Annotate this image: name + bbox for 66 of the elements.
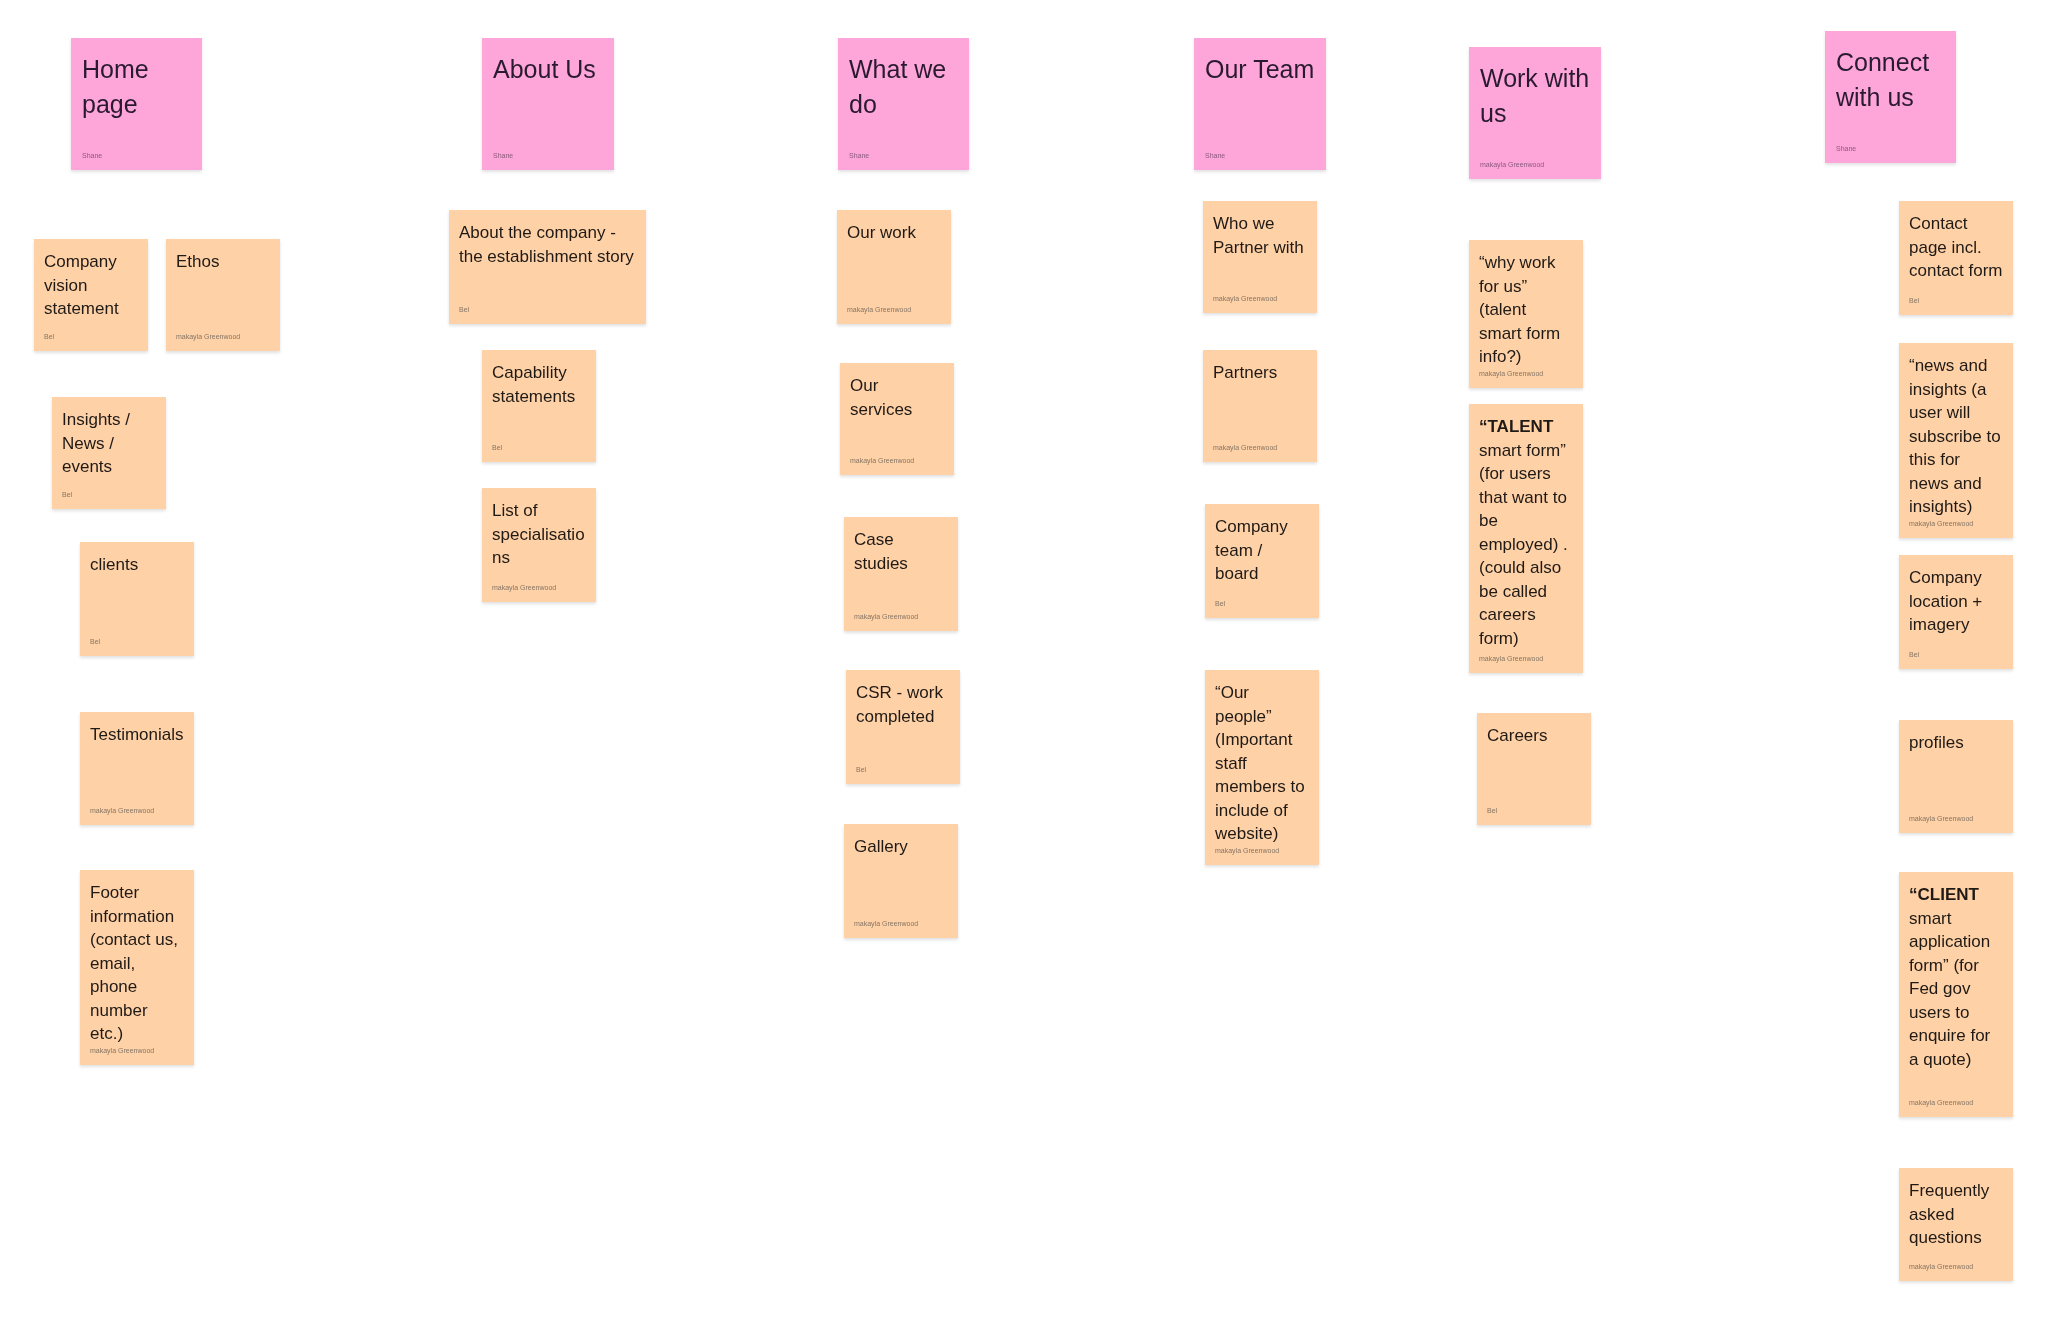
note-title: Connect with us — [1836, 47, 1931, 113]
note-text: Our work — [847, 222, 917, 244]
sticky-note — [80, 712, 194, 825]
note-text: profiles — [1909, 732, 1965, 754]
note-text: Footer information (contact us, email, phone number etc.) — [90, 882, 179, 1045]
sticky-note — [1205, 504, 1319, 618]
note-text: “TALENT smart form” (for users that want to be employed) . (could also be called careers form) — [1479, 416, 1569, 650]
note-title: Our Team — [1205, 54, 1315, 85]
sticky-note — [80, 542, 194, 656]
note-title: Work with us — [1480, 63, 1590, 129]
sticky-note — [1469, 404, 1583, 673]
sticky-note — [482, 38, 614, 170]
note-text: List of specialisations — [492, 500, 586, 569]
sticky-note — [449, 210, 646, 324]
note-title: What we do — [849, 54, 948, 120]
sticky-note — [482, 350, 596, 462]
note-text: Company location + imagery — [1909, 567, 1984, 636]
note-text: Contact page incl. contact form — [1909, 213, 2003, 282]
note-text: Insights / News / events — [62, 409, 132, 478]
sticky-note — [844, 517, 958, 631]
note-text: “Our people” (Important staff members to include of website) — [1215, 682, 1306, 845]
sticky-note — [838, 38, 969, 170]
sticky-note — [1899, 720, 2013, 833]
note-text: “why work for us” (talent smart form info?) — [1479, 252, 1562, 368]
sticky-note — [846, 670, 960, 784]
note-text: CSR - work completed — [856, 682, 944, 728]
sticky-note — [80, 870, 194, 1065]
sticky-note — [1194, 38, 1326, 170]
sticky-note — [1477, 713, 1591, 825]
sticky-note — [482, 488, 596, 602]
sticky-note — [52, 397, 166, 509]
sticky-note — [1203, 201, 1317, 313]
note-text: Company team / board — [1215, 516, 1289, 585]
sticky-note — [844, 824, 958, 938]
note-text: About the company - the establishment story — [459, 222, 635, 268]
note-text: “CLIENT smart application form” (for Fed gov users to enquire for a quote) — [1909, 884, 1992, 1071]
note-title: Home page — [82, 54, 150, 120]
note-text: Testimonials — [90, 724, 184, 746]
sticky-note — [1899, 343, 2013, 538]
sticky-note — [840, 363, 954, 475]
note-title: About Us — [493, 54, 597, 85]
sticky-note — [837, 210, 951, 324]
note-text: Company vision statement — [44, 251, 120, 320]
note-text: Gallery — [854, 836, 909, 858]
note-text: Our services — [850, 375, 914, 421]
note-text: Ethos — [176, 251, 221, 273]
sticky-note — [1899, 201, 2013, 315]
sticky-note — [1899, 1168, 2013, 1281]
sticky-note — [1469, 47, 1601, 179]
sticky-note — [1469, 240, 1583, 388]
note-text: Capability statements — [492, 362, 577, 408]
sticky-note — [71, 38, 202, 170]
note-text: Case studies — [854, 529, 909, 575]
sticky-note — [34, 239, 148, 351]
note-text: “news and insights (a user will subscribe to this for news and insights) — [1909, 355, 2002, 518]
note-text: Careers — [1487, 725, 1549, 747]
sticky-note — [166, 239, 280, 351]
note-text: Who we Partner with — [1213, 213, 1305, 259]
sticky-note — [1899, 555, 2013, 669]
sticky-note — [1899, 872, 2013, 1117]
note-text: clients — [90, 554, 140, 576]
note-text: Partners — [1213, 362, 1279, 384]
note-text: Frequently asked questions — [1909, 1180, 1991, 1249]
sticky-note — [1825, 31, 1956, 163]
sticky-note — [1203, 350, 1317, 462]
sticky-note — [1205, 670, 1319, 865]
